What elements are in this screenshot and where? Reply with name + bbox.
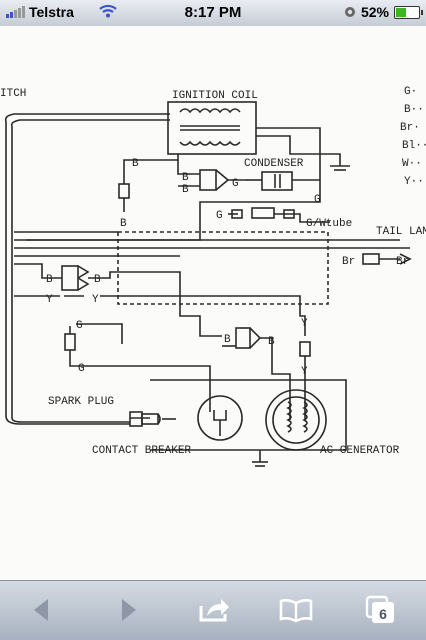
- legend-entry: Br·: [400, 122, 420, 134]
- tabs-button[interactable]: 6: [358, 591, 402, 629]
- lock-rotation-icon: [344, 7, 355, 17]
- wire-code-g: G: [76, 320, 83, 332]
- back-arrow-icon: [34, 599, 48, 621]
- label-ac-generator: AC GENERATOR: [320, 445, 400, 457]
- wire-code-y: Y: [92, 294, 99, 306]
- wire-code-br: Br: [396, 256, 409, 268]
- label-tail-lamp: TAIL LAM: [376, 226, 426, 238]
- wire-code-g: G: [216, 210, 223, 222]
- wire-code-b: B: [268, 336, 275, 348]
- wire-code-y: Y: [301, 318, 308, 330]
- carrier: Telstra: [6, 4, 74, 20]
- browser-toolbar: 6: [0, 580, 426, 640]
- legend-entry: B··: [404, 104, 424, 116]
- wire-code-g: G: [78, 363, 85, 375]
- wire-code-b: B: [120, 218, 127, 230]
- share-button[interactable]: [192, 591, 236, 629]
- legend-entry: Y··: [404, 176, 424, 188]
- label-contact-breaker: CONTACT BREAKER: [92, 445, 191, 457]
- label-switch: ITCH: [0, 88, 26, 100]
- signal-icon: [6, 6, 25, 18]
- tab-count: 6: [379, 606, 387, 622]
- battery-percent: 52: [360, 4, 377, 20]
- forward-arrow-icon: [122, 599, 136, 621]
- carrier-name: Telstra: [29, 4, 74, 20]
- wire-code-g: G: [314, 194, 321, 206]
- diagram-labels: ITCH IGNITION COIL CONDENSER B B B B G G…: [0, 86, 426, 457]
- wifi-icon: [99, 4, 117, 18]
- wire-code-b: B: [182, 172, 189, 184]
- legend-entry: G·: [404, 86, 417, 98]
- wiring-diagram-image[interactable]: ITCH IGNITION COIL CONDENSER B B B B G G…: [0, 26, 426, 580]
- share-icon: [199, 599, 229, 622]
- clock: 8:17 PM: [184, 4, 242, 21]
- label-condenser: CONDENSER: [244, 158, 304, 170]
- legend-entry: W··: [402, 158, 422, 170]
- bookmarks-button[interactable]: [274, 591, 318, 629]
- wire-code-g: G: [232, 178, 239, 190]
- wire-code-y: Y: [46, 294, 53, 306]
- bookmarks-icon: [279, 599, 313, 623]
- wire-code-b: B: [132, 158, 139, 170]
- wire-code-y: Y: [301, 366, 308, 378]
- wire-code-b: B: [182, 184, 189, 196]
- wire-code-b: B: [224, 334, 231, 346]
- battery-icon: [394, 5, 423, 19]
- forward-button[interactable]: [106, 591, 150, 629]
- wire-code-b: B: [46, 274, 53, 286]
- label-spark-plug: SPARK PLUG: [48, 396, 114, 408]
- wire-code-br: Br: [342, 256, 355, 268]
- legend-entry: Bl··: [402, 140, 426, 152]
- wiring-diagram: ITCH IGNITION COIL CONDENSER B B B B G G…: [0, 86, 426, 467]
- tabs-icon: 6: [365, 595, 394, 623]
- battery-status: 52%: [344, 4, 423, 20]
- label-ignition-coil: IGNITION COIL: [172, 90, 258, 102]
- back-button[interactable]: [20, 591, 64, 629]
- status-bar: Telstra 8:17 PM 52%: [0, 0, 426, 27]
- wire-code-b: B: [94, 274, 101, 286]
- label-g-wtube: G/Wtube: [306, 218, 352, 230]
